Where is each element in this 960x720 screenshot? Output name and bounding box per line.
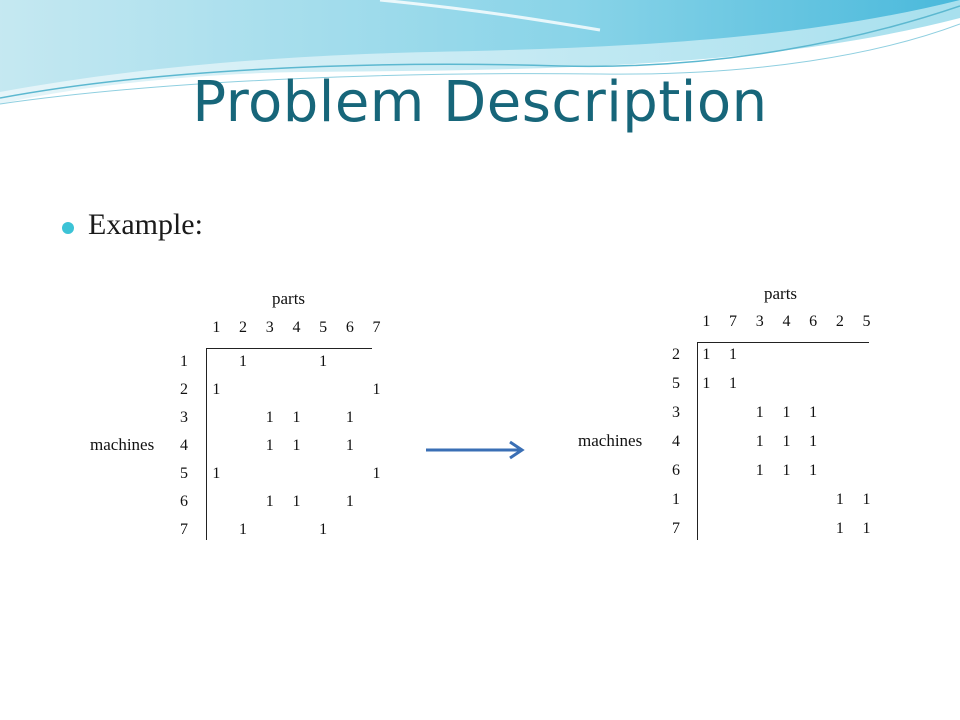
matrix-before-cell: 1 bbox=[212, 381, 221, 398]
matrix-before-cell: 1 bbox=[345, 409, 354, 426]
header-wave-decoration bbox=[0, 0, 960, 105]
matrix-after-row-header: 6 bbox=[672, 462, 680, 479]
matrix-after-col-header: 4 bbox=[782, 313, 791, 330]
slide-title: Problem Description bbox=[192, 70, 768, 135]
matrix-before-col-header: 2 bbox=[239, 319, 248, 336]
matrix-before-cell: 1 bbox=[319, 353, 328, 370]
matrix-before-cell: 1 bbox=[372, 465, 381, 482]
matrix-after-cell: 1 bbox=[809, 462, 818, 479]
matrix-before-col-header: 3 bbox=[265, 319, 274, 336]
matrix-before-horizontal-rule bbox=[206, 348, 372, 349]
matrix-after-cell: 1 bbox=[782, 433, 791, 450]
matrix-after-cell: 1 bbox=[835, 491, 844, 508]
matrix-before-col-header: 4 bbox=[292, 319, 301, 336]
matrix-after-col-header: 5 bbox=[862, 313, 871, 330]
matrix-after-row-header: 5 bbox=[672, 375, 680, 392]
matrix-before-col-header: 5 bbox=[319, 319, 328, 336]
matrix-before-row-header: 7 bbox=[180, 521, 188, 538]
matrix-before-cell: 1 bbox=[319, 521, 328, 538]
matrix-before-col-header: 6 bbox=[345, 319, 354, 336]
matrix-after-row-header: 1 bbox=[672, 491, 680, 508]
matrix-before-vertical-rule bbox=[206, 348, 207, 540]
matrix-after-machines-label: machines bbox=[578, 431, 643, 450]
matrix-before-cell: 1 bbox=[265, 437, 274, 454]
matrix-after-row-header: 3 bbox=[672, 404, 680, 421]
matrix-after-horizontal-rule bbox=[697, 342, 869, 343]
matrix-before-col-header: 1 bbox=[212, 319, 221, 336]
matrix-after-cell: 1 bbox=[755, 462, 764, 479]
matrix-before-cell: 1 bbox=[292, 409, 301, 426]
matrix-after-cell: 1 bbox=[729, 346, 738, 363]
matrix-after-cell: 1 bbox=[702, 346, 711, 363]
matrix-before-col-header: 7 bbox=[372, 319, 381, 336]
matrix-after-cell: 1 bbox=[729, 375, 738, 392]
matrix-after-cell: 1 bbox=[809, 404, 818, 421]
matrix-before-cell: 1 bbox=[265, 409, 274, 426]
bullet-text: Example: bbox=[88, 208, 203, 241]
matrix-after-cell: 1 bbox=[702, 375, 711, 392]
matrix-after-cell: 1 bbox=[782, 404, 791, 421]
matrix-after-vertical-rule bbox=[697, 342, 698, 540]
matrix-after-cell: 1 bbox=[755, 433, 764, 450]
matrix-after-row-header: 2 bbox=[672, 346, 680, 363]
matrix-before-parts-label: parts bbox=[272, 289, 306, 308]
matrix-after-col-header: 2 bbox=[835, 313, 844, 330]
matrix-before-cell: 1 bbox=[372, 381, 381, 398]
matrix-after-parts-label: parts bbox=[764, 284, 798, 303]
matrix-before-row-header: 1 bbox=[180, 353, 188, 370]
matrix-after-cell: 1 bbox=[835, 520, 844, 537]
matrix-after-cell: 1 bbox=[782, 462, 791, 479]
transform-arrow-icon bbox=[426, 440, 525, 460]
matrix-before-cell: 1 bbox=[212, 465, 221, 482]
matrix-after-cell: 1 bbox=[755, 404, 764, 421]
matrix-before-row-header: 5 bbox=[180, 465, 188, 482]
matrix-before-cell: 1 bbox=[292, 493, 301, 510]
matrix-after-cell: 1 bbox=[862, 520, 871, 537]
bullet-dot-icon bbox=[62, 222, 74, 234]
matrix-before-cell: 1 bbox=[345, 437, 354, 454]
matrix-after-col-header: 7 bbox=[729, 313, 738, 330]
matrix-before-row-header: 3 bbox=[180, 409, 188, 426]
matrix-after-col-header: 6 bbox=[809, 313, 818, 330]
matrix-before-cell: 1 bbox=[239, 521, 248, 538]
matrix-after-col-header: 3 bbox=[755, 313, 764, 330]
matrix-before-machines-label: machines bbox=[90, 435, 155, 454]
matrix-before-cell: 1 bbox=[239, 353, 248, 370]
matrix-after-row-header: 7 bbox=[672, 520, 680, 537]
matrix-before-cell: 1 bbox=[265, 493, 274, 510]
matrix-after-row-header: 4 bbox=[672, 433, 680, 450]
matrix-after-cell: 1 bbox=[809, 433, 818, 450]
matrix-before-row-header: 4 bbox=[180, 437, 188, 454]
matrix-before-row-header: 2 bbox=[180, 381, 188, 398]
matrix-after-col-header: 1 bbox=[702, 313, 711, 330]
matrix-before-row-header: 6 bbox=[180, 493, 188, 510]
matrix-before-cell: 1 bbox=[345, 493, 354, 510]
matrix-before-cell: 1 bbox=[292, 437, 301, 454]
matrix-after-cell: 1 bbox=[862, 491, 871, 508]
